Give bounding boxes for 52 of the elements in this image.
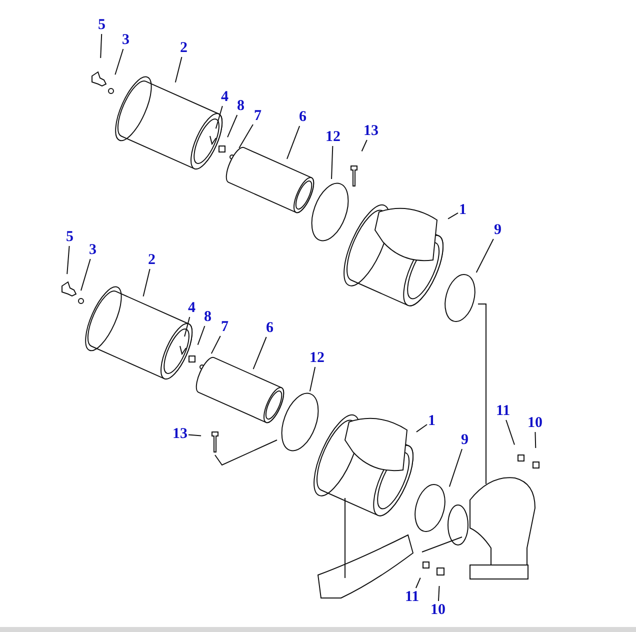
callout-number: 1 xyxy=(428,413,436,429)
callout-number: 13 xyxy=(364,123,378,139)
callout-number: 5 xyxy=(66,229,74,245)
leader-line xyxy=(506,420,515,446)
callout-number: 9 xyxy=(461,432,468,448)
leader-line xyxy=(476,238,494,274)
callout-number: 3 xyxy=(89,242,96,258)
leader-line xyxy=(210,336,221,354)
callout-number: 12 xyxy=(310,350,324,366)
callout-number: 7 xyxy=(221,319,228,335)
leader-line xyxy=(184,316,190,337)
callout-number: 6 xyxy=(299,109,306,125)
leader-line xyxy=(534,432,536,448)
leader-line xyxy=(174,56,182,83)
callout-number: 11 xyxy=(496,403,510,419)
callout-number: 2 xyxy=(180,40,188,56)
leader-line xyxy=(114,48,124,76)
leader-line xyxy=(227,114,238,138)
leader-line xyxy=(142,268,150,297)
leader-line xyxy=(286,126,300,160)
callout-number: 3 xyxy=(122,32,130,48)
callout-number: 10 xyxy=(430,602,446,618)
callout-number: 7 xyxy=(254,108,262,124)
leader-line xyxy=(66,246,70,275)
callout-number: 8 xyxy=(237,98,244,114)
leader-line xyxy=(215,106,223,130)
callout-number: 8 xyxy=(204,309,212,325)
callout-number: 9 xyxy=(494,222,502,238)
callout-number: 12 xyxy=(326,129,340,145)
callout-number: 6 xyxy=(266,320,274,336)
leader-line xyxy=(80,258,91,292)
leader-line xyxy=(309,366,316,392)
leader-line xyxy=(361,140,368,152)
callout-number: 11 xyxy=(405,589,420,605)
leader-line xyxy=(448,212,458,220)
callout-number: 4 xyxy=(221,89,228,105)
leader-line xyxy=(100,34,102,59)
leader-line xyxy=(438,585,440,602)
leader-line xyxy=(252,336,267,370)
leader-line xyxy=(448,448,462,488)
leader-line xyxy=(197,326,206,346)
callout-number: 4 xyxy=(188,300,196,316)
leader-line xyxy=(416,424,428,432)
leader-line xyxy=(331,146,334,180)
leader-line xyxy=(415,577,421,588)
callout-number: 13 xyxy=(172,426,188,442)
leader-line xyxy=(238,124,254,148)
callout-number: 10 xyxy=(528,415,542,431)
callout-number: 5 xyxy=(98,17,106,33)
callout-number: 1 xyxy=(459,202,466,218)
leader-line xyxy=(188,434,202,436)
callout-number: 2 xyxy=(148,252,156,268)
